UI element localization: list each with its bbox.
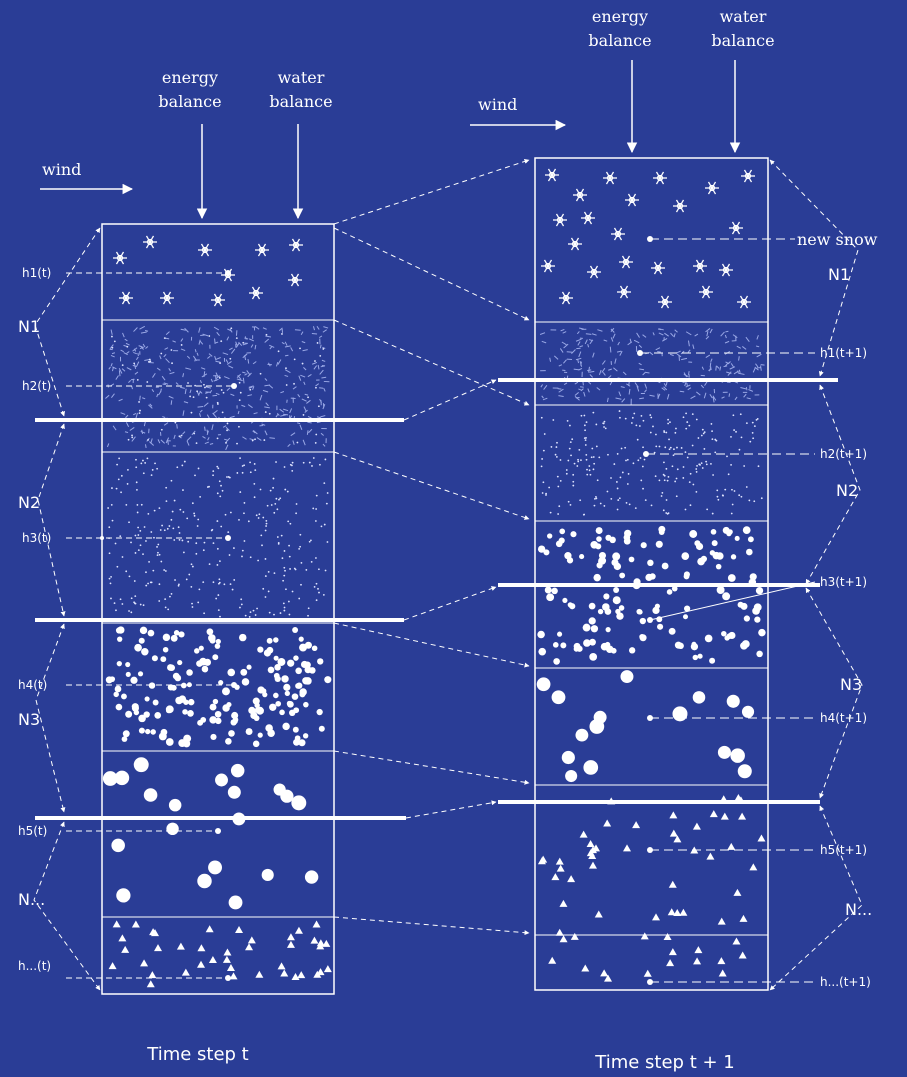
snowflake-icon — [617, 286, 631, 298]
right-nn-label: N... — [845, 900, 872, 919]
snowflake-icon — [611, 228, 625, 240]
snowflake-icon — [289, 239, 303, 251]
connector-boundary-3 — [406, 802, 496, 818]
left-height-points — [100, 270, 237, 981]
left-n3-label: N3 — [18, 710, 40, 729]
left-hn-label: h...(t) — [18, 959, 51, 973]
right-water-label: water — [720, 7, 767, 26]
snowflake-icon — [119, 292, 133, 304]
snowflake-icon — [673, 200, 687, 212]
fine-layer — [107, 457, 328, 618]
left-text: energy balance water balance wind h1(t) … — [18, 68, 333, 1065]
left-n1-label: N1 — [18, 317, 40, 336]
large-layer — [103, 757, 318, 909]
left-h2-label: h2(t) — [22, 379, 51, 393]
snowflake-icon — [249, 287, 263, 299]
snowflake-icon — [619, 256, 633, 268]
connector-5 — [334, 751, 529, 783]
connector-top — [334, 160, 529, 224]
snowflake-icon — [719, 264, 733, 276]
dendrite-layer — [105, 326, 329, 450]
right-n3-label: N3 — [840, 675, 862, 694]
snowflake-icon — [545, 169, 559, 181]
hoar-layer — [538, 794, 766, 982]
right-h5-label: h5(t+1) — [820, 843, 867, 857]
right-h1-label: h1(t+1) — [820, 346, 867, 360]
left-h4-label: h4(t) — [18, 678, 47, 692]
left-caption: Time step t — [146, 1044, 249, 1065]
left-height-pointers — [66, 273, 234, 978]
snowflake-icon — [255, 244, 269, 256]
connector-3 — [334, 452, 529, 519]
right-column-textures — [537, 169, 766, 982]
left-nn-label: N... — [18, 890, 45, 909]
snowflake-icon — [160, 292, 174, 304]
connector-4 — [334, 623, 529, 666]
right-h2-label: h2(t+1) — [820, 447, 867, 461]
left-energy-label: energy — [162, 68, 218, 87]
new-snow-label: new snow — [797, 230, 878, 249]
input-arrows — [40, 60, 735, 218]
snowflake-icon — [198, 244, 212, 256]
right-caption: Time step t + 1 — [594, 1052, 734, 1073]
left-column-textures — [103, 236, 332, 987]
snowflake-icon — [705, 182, 719, 194]
connector-1 — [334, 228, 529, 320]
dendrite-layer — [540, 328, 764, 405]
fine-layer — [541, 410, 763, 515]
connector-boundary-2 — [404, 587, 496, 620]
snowflake-icon — [143, 236, 157, 248]
snowflake-icon — [741, 170, 755, 182]
snowflake-icon — [737, 296, 751, 308]
connector-2 — [334, 320, 529, 405]
left-n2-label: N2 — [18, 493, 40, 512]
snowflake-icon — [693, 260, 707, 272]
right-energy-label-2: balance — [588, 31, 651, 50]
left-column-outline — [102, 224, 334, 994]
snowflake-icon — [559, 292, 573, 304]
snowflake-icon — [729, 222, 743, 234]
right-column — [498, 158, 838, 990]
connector-boundary-1 — [404, 380, 496, 420]
snowflake-icon — [658, 296, 672, 308]
left-h3-label: h3(t) — [22, 531, 51, 545]
right-h3-label: h3(t+1) — [820, 575, 867, 589]
snowflake-icon — [541, 260, 555, 272]
right-hn-label: h...(t+1) — [820, 975, 871, 989]
snowflake-icon — [653, 172, 667, 184]
left-h5-label: h5(t) — [18, 824, 47, 838]
large-layer — [537, 670, 754, 782]
right-h4-label: h4(t+1) — [820, 711, 867, 725]
right-water-label-2: balance — [711, 31, 774, 50]
small-layer — [106, 626, 332, 747]
snowflake-icon — [587, 266, 601, 278]
snowflake-icon — [581, 212, 595, 224]
snowflake-icon — [568, 238, 582, 250]
hoar-layer — [109, 920, 332, 987]
left-water-label: water — [278, 68, 325, 87]
snowflake-icon — [553, 214, 567, 226]
snowflake-icon — [603, 172, 617, 184]
snowflake-icon — [651, 262, 665, 274]
small-layer — [537, 526, 765, 665]
left-h1-label: h1(t) — [22, 266, 51, 280]
left-energy-label-2: balance — [158, 92, 221, 111]
right-height-pointers — [640, 239, 815, 982]
connector-6 — [334, 917, 529, 933]
snowflake-icon — [699, 286, 713, 298]
left-column — [35, 224, 406, 994]
left-water-label-2: balance — [269, 92, 332, 111]
right-energy-label: energy — [592, 7, 648, 26]
right-n1-label: N1 — [828, 265, 850, 284]
left-node-brackets — [34, 228, 100, 990]
snowflake-icon — [625, 194, 639, 206]
right-n2-label: N2 — [836, 481, 858, 500]
left-wind-label: wind — [42, 160, 81, 179]
right-wind-label: wind — [478, 95, 517, 114]
snowflake-icon — [113, 252, 127, 264]
snowflake-icon — [211, 294, 225, 306]
snowflake-icon — [573, 189, 587, 201]
snowflake-icon — [288, 274, 302, 286]
